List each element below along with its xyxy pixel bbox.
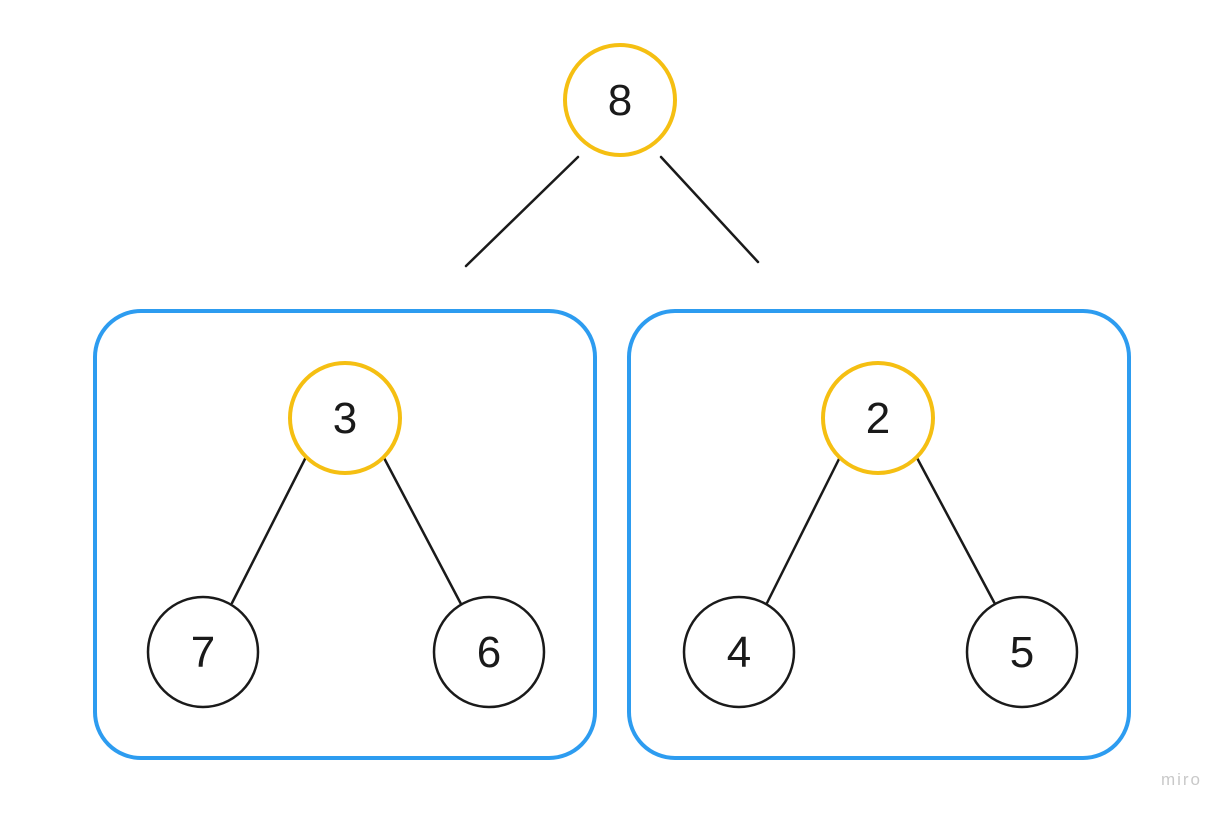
tree-edge (765, 455, 842, 605)
edges-layer (230, 155, 997, 606)
tree-edge (381, 454, 463, 606)
tree-edge (230, 455, 308, 605)
nodes-layer (146, 43, 1079, 709)
tree-node-7[interactable] (146, 595, 260, 709)
tree-node-2[interactable] (821, 361, 935, 475)
tree-node-4[interactable] (682, 595, 796, 709)
tree-node-8[interactable] (563, 43, 677, 157)
miro-watermark: miro (1160, 770, 1202, 789)
tree-edge (914, 454, 997, 606)
tree-node-6[interactable] (432, 595, 546, 709)
group-boxes-layer (93, 309, 1131, 760)
tree-node-5[interactable] (965, 595, 1079, 709)
tree-edge (464, 155, 580, 268)
tree-node-3[interactable] (288, 361, 402, 475)
tree-edge (659, 155, 760, 264)
subtree-group-box[interactable] (93, 309, 597, 760)
subtree-group-box[interactable] (627, 309, 1131, 760)
